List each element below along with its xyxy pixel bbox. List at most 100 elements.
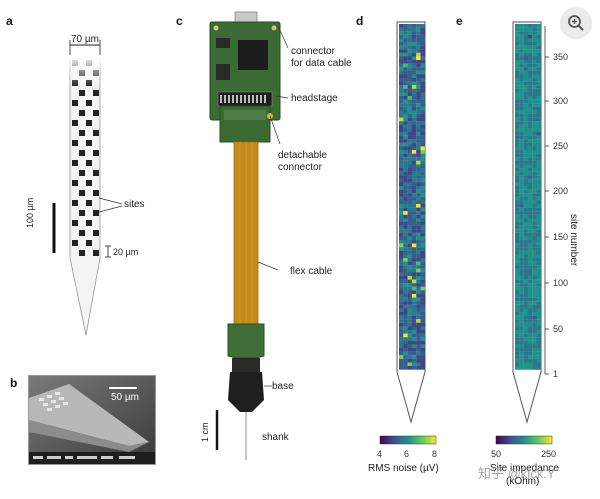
heatmap-cell <box>523 258 528 262</box>
heatmap-cell <box>416 114 421 118</box>
heatmap-cell <box>416 92 421 97</box>
heatmap-cell <box>411 355 417 359</box>
heatmap-cell <box>523 344 528 349</box>
heatmap-cell <box>519 56 524 61</box>
heatmap-cell <box>416 340 421 345</box>
heatmap-cell <box>519 92 524 97</box>
heatmap-cell <box>523 297 528 302</box>
heatmap-cell <box>407 88 412 93</box>
heatmap-cell <box>527 178 533 183</box>
heatmap-cell <box>515 279 520 284</box>
heatmap-cell <box>523 222 528 226</box>
heatmap-cell <box>519 222 524 226</box>
heatmap-cell <box>527 38 533 43</box>
heatmap-cell <box>416 344 421 349</box>
heatmap-cell <box>523 229 528 233</box>
heatmap-cell <box>416 110 421 115</box>
impedance-tick-1: 250 <box>541 449 557 459</box>
heatmap-cell <box>536 333 541 338</box>
heatmap-cell <box>403 42 408 46</box>
heatmap-cell <box>532 351 537 356</box>
heatmap-cell <box>420 150 425 154</box>
heatmap-cell <box>407 330 412 334</box>
heatmap-cell <box>523 319 528 323</box>
heatmap-cell <box>399 110 404 115</box>
heatmap-cell <box>532 254 537 259</box>
heatmap-cell <box>523 34 528 39</box>
heatmap-cell <box>407 31 412 35</box>
heatmap-cell <box>411 52 417 57</box>
heatmap-cell <box>519 171 524 176</box>
heatmap-cell <box>420 276 425 280</box>
heatmap-cell <box>416 315 421 320</box>
heatmap-cell <box>407 45 412 50</box>
heatmap-cell <box>403 272 408 277</box>
heatmap-cell <box>399 171 404 176</box>
heatmap-cell <box>416 34 421 39</box>
heatmap-cell <box>523 106 528 111</box>
heatmap-cell <box>527 150 533 154</box>
heatmap-cell <box>515 193 520 197</box>
heatmap-cell <box>416 286 421 291</box>
heatmap-cell <box>399 225 404 230</box>
heatmap-cell <box>523 261 528 266</box>
electrode-site <box>86 140 92 146</box>
heatmap-cell <box>523 193 528 197</box>
heatmap-cell <box>420 110 425 115</box>
scale-100um-label: 100 µm <box>25 197 35 228</box>
heatmap-cell <box>519 290 524 295</box>
heatmap-cell <box>411 225 417 230</box>
electrode-site <box>86 160 92 166</box>
heatmap-cell <box>407 326 412 331</box>
heatmap-cell <box>515 211 520 215</box>
heatmap-cell <box>411 337 417 341</box>
heatmap-cell <box>536 45 541 50</box>
zoom-in-button[interactable] <box>561 8 591 38</box>
heatmap-cell <box>536 250 541 255</box>
heatmap-cell <box>403 279 408 284</box>
heatmap-cell <box>536 70 541 75</box>
heatmap-cell <box>527 279 533 284</box>
heatmap-cell <box>536 186 541 190</box>
heatmap-cell <box>407 222 412 226</box>
heatmap-cell <box>532 168 537 172</box>
heatmap-cell <box>399 175 404 179</box>
heatmap-cell <box>416 103 421 107</box>
heatmap-cell <box>399 243 404 248</box>
heatmap-cell <box>536 60 541 64</box>
heatmap-cell <box>416 290 421 295</box>
heatmap-cell <box>420 348 425 352</box>
heatmap-cell <box>532 114 537 118</box>
heatmap-cell <box>407 333 412 338</box>
heatmap-cell <box>416 85 421 89</box>
heatmap-cell <box>527 49 533 53</box>
heatmap-cell <box>399 247 404 251</box>
heatmap-cell <box>527 304 533 309</box>
heatmap-cell <box>532 135 537 140</box>
heatmap-cell <box>420 240 425 244</box>
heatmap-cell <box>532 34 537 39</box>
heatmap-cell <box>420 31 425 35</box>
heatmap-cell <box>519 146 524 151</box>
heatmap-cell <box>411 333 417 338</box>
heatmap-cell <box>523 92 528 97</box>
heatmap-cell <box>403 139 408 143</box>
heatmap-cell <box>411 294 417 298</box>
heatmap-cell <box>523 67 528 71</box>
heatmap-cell <box>420 175 425 179</box>
heatmap-cell <box>420 160 425 165</box>
heatmap-cell <box>532 261 537 266</box>
heatmap-cell <box>407 268 412 273</box>
heatmap-cell <box>523 117 528 122</box>
heatmap-cell <box>399 254 404 259</box>
heatmap-cell <box>403 308 408 313</box>
heatmap-cell <box>532 88 537 93</box>
heatmap-cell <box>411 182 417 187</box>
heatmap-cell <box>523 78 528 82</box>
heatmap-cell <box>519 340 524 345</box>
heatmap-cell <box>532 312 537 316</box>
heatmap-cell <box>411 164 417 169</box>
heatmap-cell <box>420 60 425 64</box>
panel-label-e: e <box>456 14 463 28</box>
heatmap-cell <box>523 312 528 316</box>
